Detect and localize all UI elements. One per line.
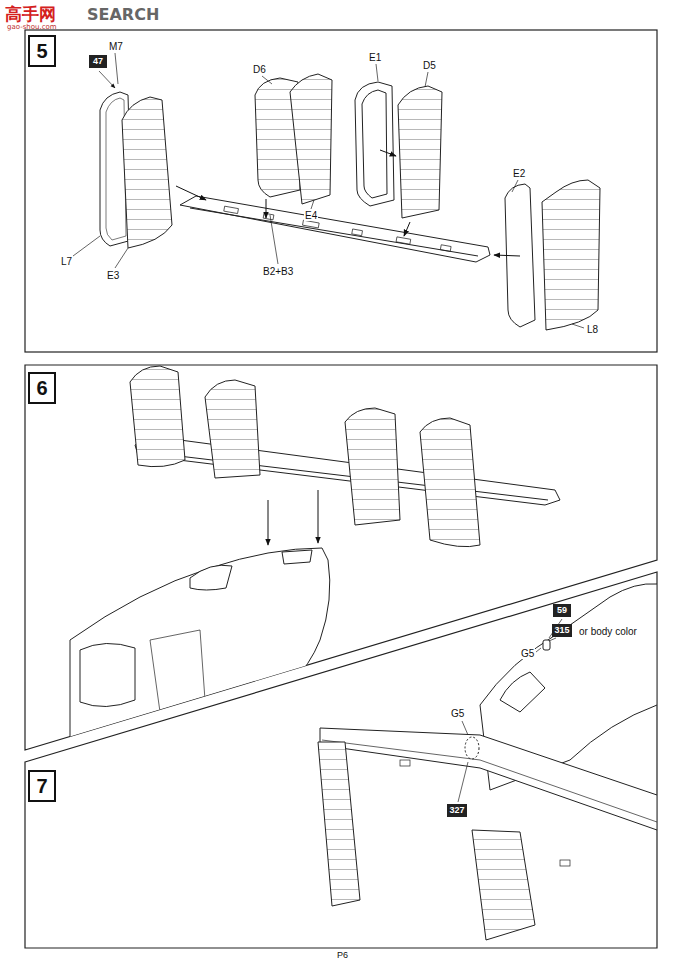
panel-line: [396, 237, 411, 244]
part-label: D6: [252, 64, 267, 75]
callout-number-text: 47: [93, 57, 103, 66]
assembly-arrow: [380, 150, 396, 156]
window: [190, 565, 232, 590]
canopy-fairing: [500, 672, 545, 712]
leader-line: [270, 215, 278, 264]
assembly-arrow: [266, 199, 267, 218]
leader-lines: [73, 53, 584, 328]
callout-number: 47: [89, 55, 107, 68]
fuselage: [70, 548, 330, 750]
part-g5: [465, 737, 479, 759]
fin: [318, 742, 360, 906]
leader-line: [115, 248, 128, 268]
hinge-line: [145, 452, 548, 500]
step-number: 7: [28, 770, 56, 802]
part-label: E4: [304, 210, 318, 221]
stabilizer: [180, 196, 490, 262]
fin-half: [398, 86, 442, 218]
panel-line: [263, 213, 274, 220]
stabilizer: [320, 728, 657, 830]
assembly-view: [318, 584, 657, 940]
hinge-line: [322, 740, 657, 822]
step-number: 6: [28, 372, 56, 404]
leader-line: [536, 648, 541, 652]
assembly-arrow: [318, 490, 319, 543]
watermark-text: SEARCH: [86, 5, 160, 24]
cutout: [282, 550, 312, 564]
fin: [472, 830, 535, 940]
panel-line: [303, 220, 320, 228]
page-number: P6: [336, 950, 349, 960]
fin-half: [122, 97, 172, 248]
part-label: G5: [520, 648, 535, 659]
watermark-text: gao-shou.com: [6, 23, 58, 31]
leader-line: [99, 71, 115, 88]
panel-line: [400, 760, 410, 766]
part-label: E2: [512, 168, 526, 179]
part-label: L8: [586, 324, 599, 335]
leader-line: [549, 638, 556, 641]
engine-pod: [80, 643, 135, 706]
assembly-arrow: [404, 222, 410, 236]
fin: [205, 380, 260, 478]
step-number-text: 6: [36, 378, 47, 398]
fin-frame: [355, 82, 394, 206]
fin-half: [542, 180, 600, 330]
callout-number-text: 315: [554, 626, 569, 635]
leader-line: [425, 72, 428, 87]
part-g5: [543, 640, 550, 650]
watermark-text: 高手网: [4, 3, 57, 26]
fin: [130, 366, 185, 467]
callout-number-text: 59: [557, 606, 567, 615]
assembly-view: [70, 366, 560, 750]
step-number: 5: [28, 35, 56, 67]
leader-line: [115, 53, 118, 84]
panel-line: [560, 860, 570, 866]
fin-frame: [362, 90, 387, 198]
panel-line: [352, 229, 363, 236]
paint-note: or body color: [578, 626, 638, 637]
step-frame: [25, 30, 657, 352]
part-label: E3: [106, 270, 120, 281]
callout-number: 327: [447, 804, 467, 817]
assembly-arrow: [176, 186, 206, 200]
fin-half: [290, 74, 332, 204]
part-label: L7: [60, 256, 73, 267]
hinge-line: [190, 208, 478, 256]
assembly-arrow: [268, 500, 269, 545]
step-number-text: 7: [36, 776, 47, 796]
fin: [345, 408, 400, 525]
part-label: G5: [450, 708, 465, 719]
leader-line: [572, 324, 584, 328]
part-label: D5: [422, 60, 437, 71]
leader-line: [462, 721, 468, 735]
leader-line: [73, 236, 100, 256]
leader-line: [376, 64, 378, 81]
leader-line: [458, 762, 468, 802]
step-number-text: 5: [36, 41, 47, 61]
panel-line: [224, 206, 239, 213]
leader-line: [262, 76, 272, 84]
leader-lines: [458, 619, 562, 802]
callout-number: 315: [552, 624, 572, 637]
part-label: E1: [368, 52, 382, 63]
part-label: M7: [108, 41, 124, 52]
fin: [420, 418, 480, 547]
callout-number: 59: [553, 604, 571, 617]
part-label: B2+B3: [262, 266, 294, 277]
panel-line: [150, 630, 205, 712]
assembly-arrow: [494, 255, 520, 256]
leader-line: [512, 180, 518, 192]
leader-line: [311, 200, 314, 209]
callout-number-text: 327: [449, 806, 464, 815]
tailplane-parts: [100, 74, 600, 330]
panel-line: [440, 245, 451, 252]
